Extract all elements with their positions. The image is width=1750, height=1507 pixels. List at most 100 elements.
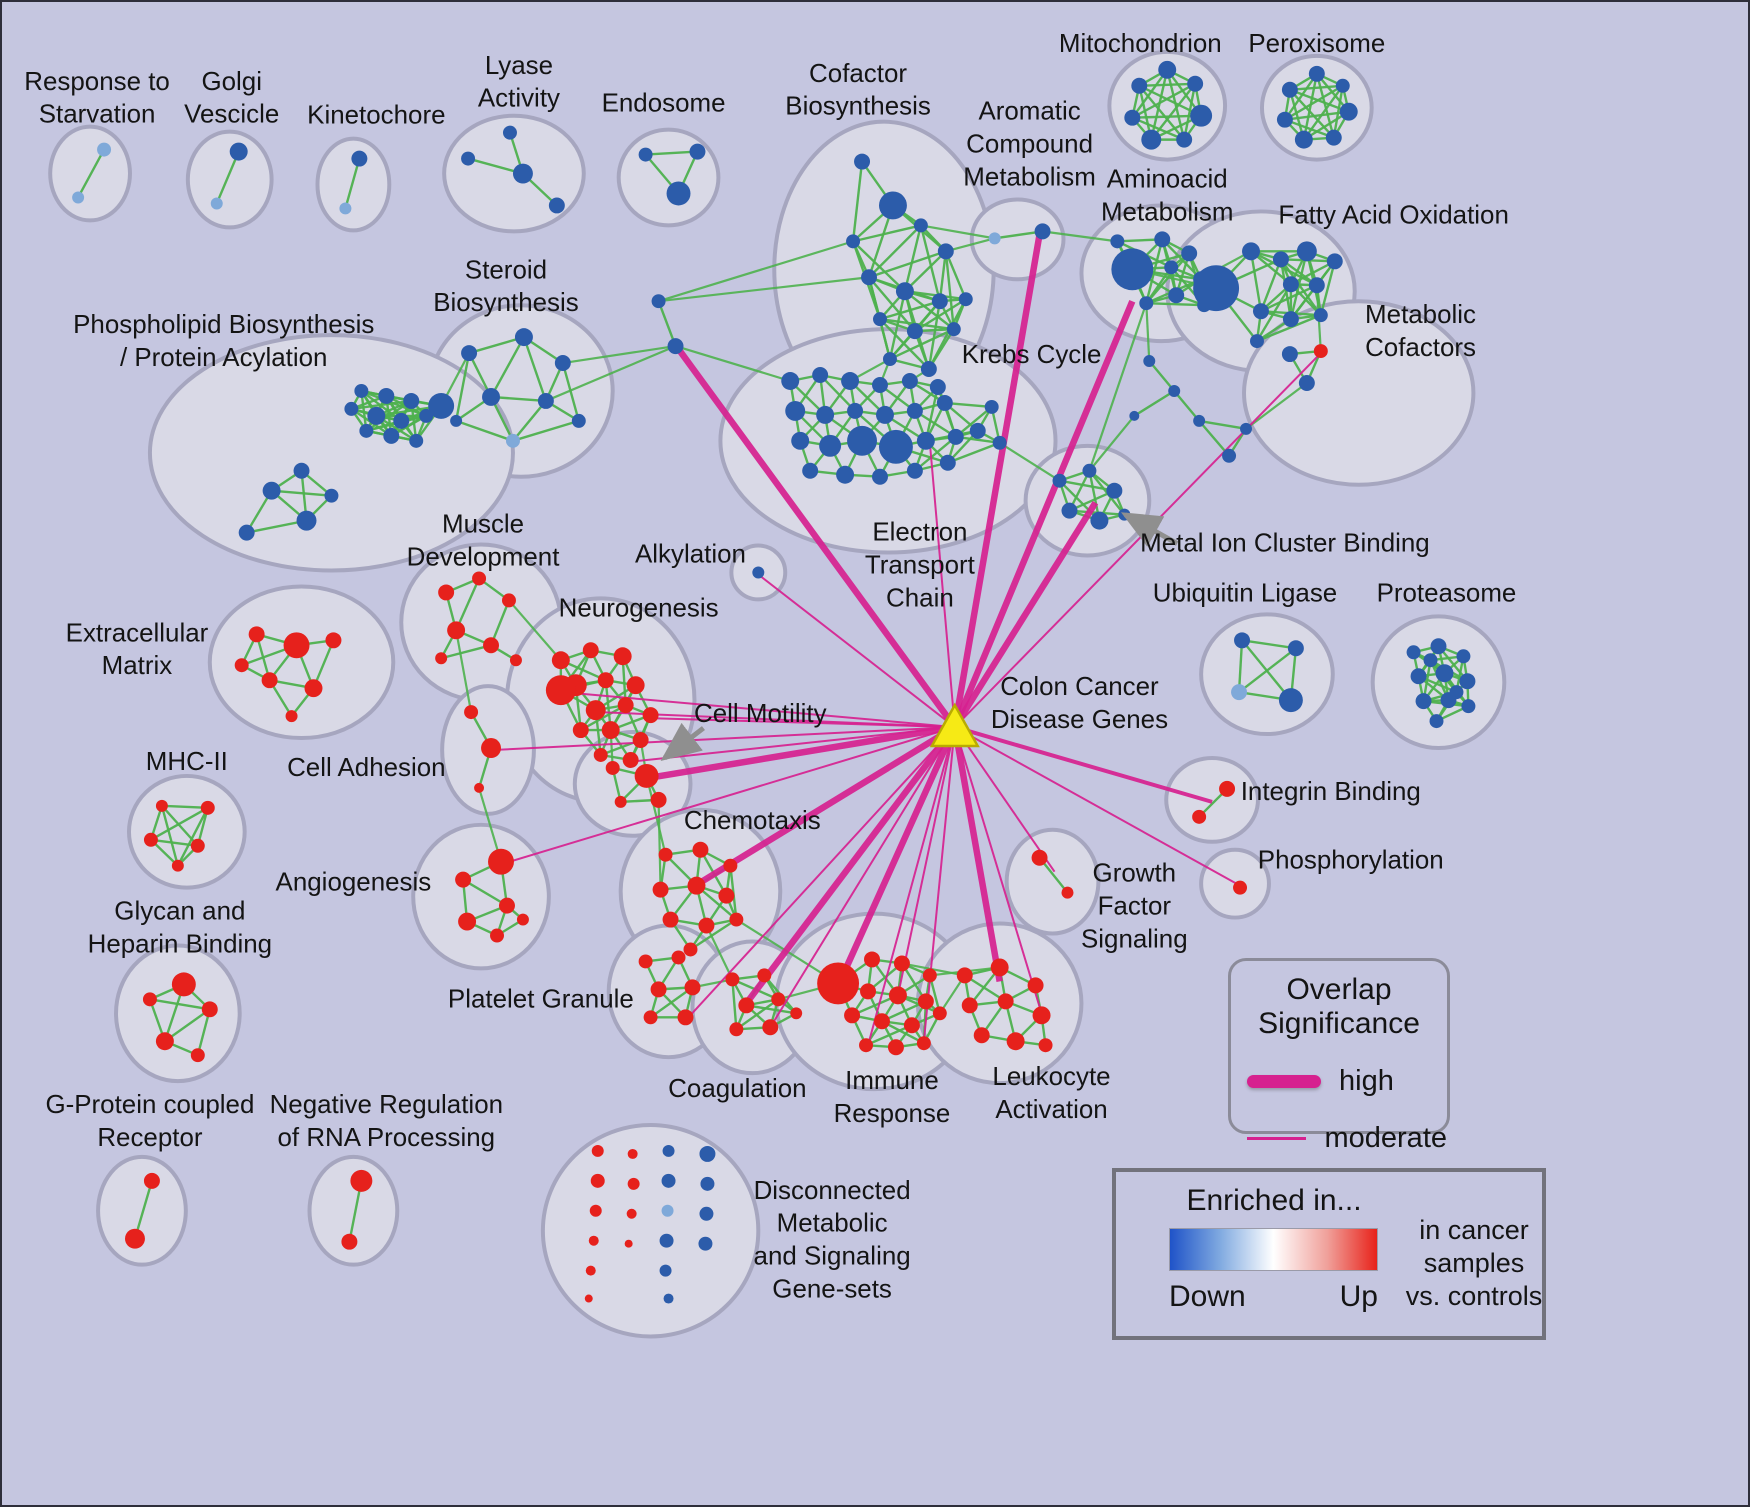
gene-set-node[interactable] [1219, 780, 1236, 797]
gene-set-node[interactable] [1313, 344, 1328, 359]
gene-set-node[interactable] [700, 1176, 715, 1191]
gene-set-node[interactable] [143, 1172, 160, 1189]
gene-set-node[interactable] [844, 1007, 861, 1024]
gene-set-node[interactable] [304, 679, 323, 698]
gene-set-node[interactable] [961, 997, 978, 1014]
gene-set-node[interactable] [1313, 308, 1328, 323]
gene-set-node[interactable] [488, 848, 514, 875]
gene-set-node[interactable] [1298, 375, 1315, 391]
gene-set-node[interactable] [261, 672, 278, 689]
gene-set-node[interactable] [643, 1010, 658, 1025]
gene-set-node[interactable] [1406, 645, 1421, 660]
gene-set-node[interactable] [1410, 668, 1427, 685]
gene-set-node[interactable] [1339, 102, 1358, 121]
gene-set-node[interactable] [124, 1228, 145, 1249]
gene-set-node[interactable] [512, 163, 533, 184]
gene-set-node[interactable] [666, 181, 691, 206]
gene-set-node[interactable] [1139, 296, 1154, 311]
gene-set-node[interactable] [483, 637, 500, 654]
gene-set-node[interactable] [888, 986, 907, 1005]
gene-set-node[interactable] [516, 913, 529, 926]
gene-set-node[interactable] [932, 1006, 947, 1021]
gene-set-node[interactable] [1233, 880, 1248, 895]
gene-set-node[interactable] [190, 1048, 205, 1063]
gene-set-node[interactable] [1296, 241, 1317, 262]
gene-set-node[interactable] [817, 962, 860, 1005]
gene-set-node[interactable] [903, 1017, 920, 1034]
gene-set-node[interactable] [537, 392, 554, 409]
gene-set-node[interactable] [1222, 448, 1237, 463]
gene-set-node[interactable] [729, 1022, 744, 1037]
gene-set-node[interactable] [383, 427, 400, 444]
gene-set-node[interactable] [554, 355, 571, 372]
gene-set-node[interactable] [684, 979, 701, 996]
gene-set-node[interactable] [1308, 277, 1325, 294]
gene-set-node[interactable] [200, 800, 215, 815]
gene-set-node[interactable] [403, 392, 420, 409]
gene-set-node[interactable] [1090, 511, 1109, 530]
gene-set-node[interactable] [1031, 849, 1048, 866]
gene-set-node[interactable] [1187, 75, 1204, 92]
gene-set-node[interactable] [72, 191, 85, 204]
gene-set-node[interactable] [455, 871, 472, 888]
gene-set-node[interactable] [585, 1265, 596, 1276]
gene-set-node[interactable] [354, 383, 369, 398]
gene-set-node[interactable] [601, 721, 620, 740]
gene-set-node[interactable] [1272, 251, 1289, 268]
gene-set-node[interactable] [142, 992, 157, 1007]
gene-set-node[interactable] [659, 1264, 672, 1277]
gene-set-node[interactable] [325, 632, 342, 649]
gene-set-node[interactable] [846, 234, 861, 249]
gene-set-node[interactable] [836, 465, 855, 484]
gene-set-node[interactable] [878, 191, 907, 220]
gene-set-node[interactable] [1252, 303, 1269, 320]
gene-set-node[interactable] [344, 401, 359, 416]
gene-set-node[interactable] [458, 912, 477, 931]
gene-set-node[interactable] [582, 642, 599, 659]
gene-set-node[interactable] [155, 799, 168, 812]
gene-set-node[interactable] [662, 1144, 675, 1157]
gene-set-node[interactable] [738, 997, 755, 1014]
gene-set-node[interactable] [785, 400, 806, 421]
gene-set-node[interactable] [781, 372, 800, 390]
gene-set-node[interactable] [1111, 248, 1154, 291]
gene-set-node[interactable] [1038, 1038, 1053, 1053]
gene-set-node[interactable] [438, 584, 455, 601]
gene-set-node[interactable] [472, 571, 487, 586]
gene-set-node[interactable] [1190, 104, 1213, 127]
gene-set-node[interactable] [988, 232, 1001, 245]
gene-set-node[interactable] [1193, 414, 1206, 427]
gene-set-node[interactable] [1168, 384, 1181, 397]
gene-set-node[interactable] [752, 566, 765, 579]
gene-set-node[interactable] [613, 647, 632, 666]
gene-set-node[interactable] [699, 1206, 714, 1221]
gene-set-node[interactable] [499, 897, 515, 914]
gene-set-node[interactable] [667, 338, 684, 355]
gene-set-node[interactable] [1106, 482, 1123, 499]
gene-set-node[interactable] [234, 658, 249, 673]
gene-set-node[interactable] [920, 361, 937, 378]
gene-set-node[interactable] [1294, 130, 1313, 149]
gene-set-node[interactable] [1164, 260, 1179, 275]
gene-set-node[interactable] [692, 841, 709, 858]
gene-set-node[interactable] [143, 832, 158, 847]
gene-set-node[interactable] [238, 524, 255, 541]
gene-set-node[interactable] [1061, 886, 1074, 899]
gene-set-node[interactable] [1176, 131, 1193, 148]
gene-set-node[interactable] [450, 414, 463, 427]
gene-set-node[interactable] [155, 1032, 174, 1051]
gene-set-node[interactable] [1082, 463, 1097, 478]
gene-set-node[interactable] [687, 876, 706, 895]
gene-set-node[interactable] [97, 142, 112, 157]
gene-set-node[interactable] [1143, 355, 1156, 368]
gene-set-node[interactable] [638, 147, 653, 162]
gene-set-node[interactable] [1326, 253, 1343, 270]
gene-set-node[interactable] [350, 1169, 373, 1192]
gene-set-node[interactable] [859, 1038, 874, 1053]
gene-set-node[interactable] [683, 942, 698, 957]
gene-set-node[interactable] [1061, 502, 1078, 519]
gene-set-node[interactable] [1423, 653, 1438, 668]
gene-set-node[interactable] [171, 972, 196, 997]
gene-set-node[interactable] [1282, 311, 1299, 328]
gene-set-node[interactable] [505, 433, 520, 448]
